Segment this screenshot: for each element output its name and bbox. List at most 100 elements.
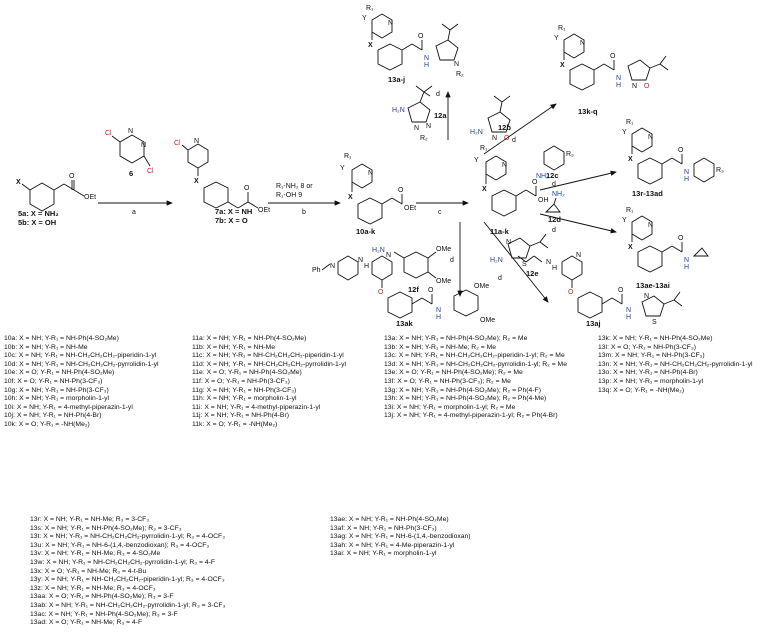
- compound-5-structure: X O OEt: [16, 173, 96, 212]
- atom-r2: R₂: [456, 71, 464, 78]
- atom-n: N: [576, 252, 581, 259]
- atom-oet: OEt: [258, 207, 270, 214]
- legend-entry: 13ab: X = NH; Y-R₁ = NH-CH₂CH₂CH₂-pyrrol…: [30, 601, 226, 609]
- legend-entry: 13y: X = NH; Y-R₁ = NH-CH₂CH₂CH₂-piperid…: [30, 576, 225, 584]
- atom-n: N: [194, 138, 199, 145]
- label-12a: 12a: [434, 111, 447, 120]
- legend-entry: 13p: X = NH; Y-R₁ = morpholin-1-yl: [598, 377, 704, 385]
- legend-entry: 13e: X = O; Y-R₁ = NH-Ph(4-SO₂Me); R₂ = …: [384, 369, 523, 377]
- compound-11-structure: R₁ Y N X O OH: [474, 145, 549, 217]
- atom-x: X: [194, 178, 199, 185]
- atom-r1: R₁: [480, 145, 488, 152]
- atom-h: H: [424, 62, 429, 69]
- atom-h: H: [616, 82, 621, 89]
- product-13k-q-structure: R₁ Y N X O N H N O: [554, 25, 669, 91]
- label-12c: 12c: [546, 171, 559, 180]
- atom-y: Y: [362, 15, 367, 22]
- legend-entry: 11k: X = O; Y-R₁ = -NH(Me₂): [192, 420, 278, 428]
- legend-entry: 13aa: X = O; Y-R₁ = NH-Ph(4-SO₂Me); R₃ =…: [30, 593, 174, 601]
- atom-x: X: [628, 156, 633, 163]
- atom-n: N: [648, 134, 653, 141]
- atom-n: N: [426, 123, 431, 130]
- legend-entry: 10g: X = NH; Y-R₁ = NH-Ph(3-CF₃): [4, 386, 109, 394]
- compound-7-structure: Cl N X O OEt: [174, 138, 270, 214]
- step-d-label: d: [552, 181, 556, 188]
- atom-y: Y: [554, 35, 559, 42]
- atom-n: N: [644, 293, 649, 300]
- atom-s: S: [522, 261, 527, 268]
- legend-entry: 11h: X = NH; Y-R₁ = morpholin-1-yl: [192, 395, 297, 403]
- legend-entry: 10e: X = O; Y-R₁ = NH-Ph(4-SO₂Me): [4, 369, 115, 377]
- reagent-12d-structure: NH₂: [544, 191, 565, 213]
- atom-n: N: [454, 61, 459, 68]
- step-a-label: a: [132, 209, 136, 216]
- legend-entry: 11d: X = NH; Y-R₁ = NH-CH₂CH₂CH₂-pyrroli…: [192, 360, 346, 368]
- legend-13r-ad: 13r: X = NH; Y-R₁ = NH-Me; R₃ = 3-CF₃ 13…: [30, 516, 225, 628]
- atom-oet: OEt: [404, 205, 416, 212]
- legend-entry: 10h: X = NH; Y-R₁ = morpholin-1-yl: [4, 395, 110, 403]
- legend-13a-j: 13a: X = NH; Y-R₁ = NH-Ph(4-SO₂Me); R₂ =…: [384, 335, 567, 421]
- atom-o: O: [678, 235, 684, 242]
- label-12f: 12f: [408, 285, 419, 294]
- atom-h2n: H₂N: [470, 129, 483, 136]
- step-d-label: d: [552, 227, 556, 234]
- legend-entry: 13ac: X = NH; Y-R₁ = NH-Ph(4-SO₂Me); R₃ …: [30, 610, 178, 618]
- legend-entry: 11e: X = O; Y-R₁ = NH-Ph(4-SO₂Me): [192, 369, 302, 377]
- atom-n: N: [684, 257, 689, 264]
- atom-n: N: [368, 170, 373, 177]
- atom-n: N: [580, 40, 585, 47]
- legend-entry: 10a: X = NH; Y-R₁ = NH-Ph(4-SO₂Me): [4, 335, 119, 342]
- atom-y: Y: [622, 129, 627, 136]
- arrow-to-13r-ad: [539, 170, 617, 191]
- legend-entry: 13x: X = O; Y-R₁ = NH-Me; R₃ = 4-t-Bu: [30, 567, 147, 575]
- atom-o: O: [428, 287, 434, 294]
- atom-n: N: [388, 20, 393, 27]
- legend-entry: 13b: X = NH; Y-R₁ = NH-Me; R₂ = Me: [384, 343, 497, 351]
- atom-r1: R₁: [558, 25, 566, 32]
- legend-entry: 10d: X = NH; Y-R₁ = NH-CH₂CH₂CH₂-pyrroli…: [4, 360, 159, 368]
- label-12b: 12b: [498, 123, 511, 132]
- legend-entry: 13o: X = NH; Y-R₁ = NH-Ph(4-Br): [598, 369, 698, 377]
- label-11: 11a-k: [490, 227, 510, 236]
- atom-x: X: [560, 62, 565, 69]
- legend-entry: 10k: X = O; Y-R₁ = -NH(Me₂): [4, 420, 90, 428]
- atom-o: O: [568, 289, 574, 296]
- atom-n: N: [632, 83, 637, 90]
- atom-ome: OMe: [474, 283, 489, 290]
- atom-r2: R₂: [420, 135, 428, 142]
- atom-n: N: [626, 307, 631, 314]
- atom-h: H: [364, 263, 369, 270]
- atom-cl: Cl: [105, 130, 112, 137]
- atom-oh: OH: [538, 197, 549, 204]
- atom-n: N: [684, 169, 689, 176]
- legend-entry: 13l: X = O; Y-R₁ = NH-Ph(3-CF₃): [598, 343, 696, 351]
- atom-x: X: [368, 42, 373, 49]
- legend-entry: 13ag: X = NH; Y-R₁ = NH-6-(1,4,-benzodio…: [330, 533, 471, 541]
- step-d-label: d: [512, 137, 516, 144]
- atom-oet: OEt: [84, 194, 96, 201]
- atom-h: H: [552, 265, 557, 272]
- atom-r3: R₃: [566, 151, 574, 158]
- atom-ome: OMe: [436, 278, 451, 285]
- label-13a-j: 13a-j: [388, 75, 405, 84]
- atom-y: Y: [340, 165, 345, 172]
- reaction-scheme: X O OEt 5a: X = NH₂ 5b: X = OH Cl Cl N N…: [16, 5, 724, 328]
- reagent-12b-structure: H₂N N O: [470, 95, 511, 142]
- atom-o: O: [610, 53, 616, 60]
- legend-entry: 13w: X = NH; Y-R₁ = NH-CH₂CH₂CH₂-pyrroli…: [30, 558, 216, 566]
- atom-x: X: [16, 179, 21, 186]
- step-c-label: c: [438, 209, 442, 216]
- legend-entry: 13k: X = NH; Y-R₁ = NH-Ph(4-SO₂Me): [598, 335, 713, 342]
- atom-nh2: NH₂: [536, 173, 549, 180]
- atom-nh2: NH₂: [552, 191, 565, 198]
- atom-n: N: [358, 257, 363, 264]
- legend-entry: 10i: X = NH; Y-R₁ = 4-methyl-piperazin-1…: [4, 403, 133, 411]
- legend-entry: 13ah: X = NH; Y-R₁ = 4-Me-piperazin-1-yl: [330, 541, 455, 549]
- legend-entry: 11i: X = NH; Y-R₁ = 4-methyl-piperazin-1…: [192, 403, 321, 411]
- atom-h2n: H₂N: [490, 257, 503, 264]
- atom-o: O: [644, 83, 650, 90]
- legend-entry: 11b: X = NH; Y-R₁ = NH-Me: [192, 343, 276, 351]
- atom-h: H: [436, 314, 441, 321]
- legend-entry: 13z: X = NH; Y-R₁ = NH-Me; R₃ = 4-OCF₃: [30, 584, 156, 592]
- legend-entry: 13a: X = NH; Y-R₁ = NH-Ph(4-SO₂Me); R₂ =…: [384, 335, 528, 342]
